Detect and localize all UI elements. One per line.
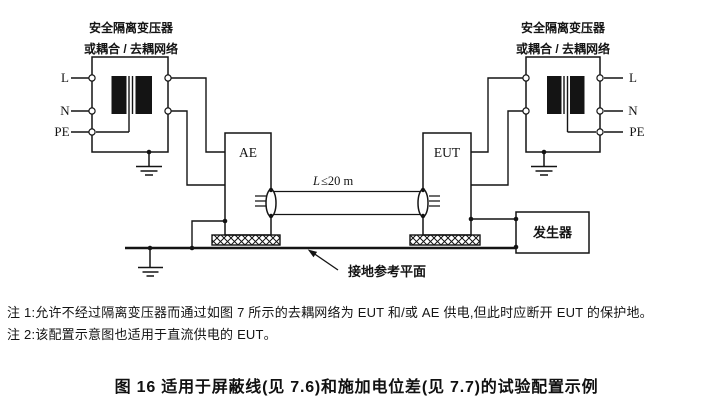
terminal-l-label: L <box>629 70 637 85</box>
generator-unit: 发生器 <box>468 211 590 254</box>
plane-pointer-arrowhead <box>307 249 318 258</box>
shielded-cable: L ≤20 m <box>255 174 440 219</box>
eut-label: EUT <box>434 145 461 160</box>
junction-dot <box>222 218 228 224</box>
eut-insulating-support <box>409 234 481 246</box>
terminal-pe-label: PE <box>54 124 69 139</box>
primary-winding <box>570 76 585 114</box>
secondary-winding <box>135 76 152 114</box>
transformer-title: 安全隔离变压器 <box>89 20 174 35</box>
plane-earth-symbol <box>138 248 163 277</box>
wire-n-to-ae <box>168 110 225 186</box>
isolation-transformer-right: 安全隔离变压器 或耦合 / 去耦网络 L N PE <box>471 20 645 186</box>
cable-length-value: ≤20 m <box>321 174 353 188</box>
test-setup-diagram: 安全隔离变压器 或耦合 / 去耦网络 L N PE <box>54 20 645 279</box>
earth-symbol <box>531 152 557 176</box>
figure-caption: 图 16 适用于屏蔽线(见 7.6)和施加电位差(见 7.7)的试验配置示例 <box>114 379 599 396</box>
eut-connector-wires <box>429 195 440 207</box>
ae-insulating-support <box>211 234 281 246</box>
note-1: 注 1:允许不经过隔离变压器而通过如图 7 所示的去耦网络为 EUT 和/或 A… <box>7 305 653 320</box>
core-screen-line <box>566 76 596 133</box>
wire-n-to-eut <box>471 110 526 186</box>
ae-cable-connector <box>265 188 277 218</box>
generator-box <box>515 211 590 254</box>
transformer-subtitle: 或耦合 / 去耦网络 <box>516 41 610 56</box>
generator-label: 发生器 <box>532 225 573 240</box>
note-2: 注 2:该配置示意图也适用于直流供电的 EUT。 <box>7 327 277 342</box>
cable-length-symbol: L <box>312 174 320 188</box>
transformer-subtitle: 或耦合 / 去耦网络 <box>84 41 178 56</box>
terminal-n-label: N <box>60 103 70 118</box>
wire-l-to-ae <box>168 77 225 153</box>
ae-ground-bond-wire <box>191 220 225 248</box>
isolation-transformer-left: 安全隔离变压器 或耦合 / 去耦网络 L N PE <box>54 20 225 186</box>
ground-plane-label: 接地参考平面 <box>348 264 426 279</box>
junction-dot <box>541 149 547 155</box>
transformer-box <box>525 56 601 153</box>
plane-junction-dots <box>147 245 195 251</box>
secondary-winding <box>547 76 562 114</box>
eut-cable-connector <box>417 188 429 218</box>
eut-unit: EUT <box>409 132 481 246</box>
terminal-n-label: N <box>628 103 638 118</box>
ae-connector-wires <box>255 195 266 207</box>
wire-l-to-eut <box>471 77 526 153</box>
ae-label: AE <box>239 145 257 160</box>
terminal-pe-label: PE <box>629 124 644 139</box>
earth-symbol <box>136 152 162 176</box>
junction-dot <box>146 149 152 155</box>
plane-pointer-line <box>310 250 339 271</box>
connector-junction-dots <box>268 187 426 219</box>
ae-unit: AE <box>191 132 281 248</box>
primary-winding <box>111 76 127 114</box>
terminal-circles <box>88 74 172 136</box>
transformer-title: 安全隔离变压器 <box>521 20 606 35</box>
terminal-circles <box>522 74 604 136</box>
ground-reference-plane: 接地参考平面 <box>125 245 516 279</box>
transformer-box <box>91 56 169 153</box>
core-screen-line <box>96 76 130 133</box>
terminal-l-label: L <box>61 70 69 85</box>
